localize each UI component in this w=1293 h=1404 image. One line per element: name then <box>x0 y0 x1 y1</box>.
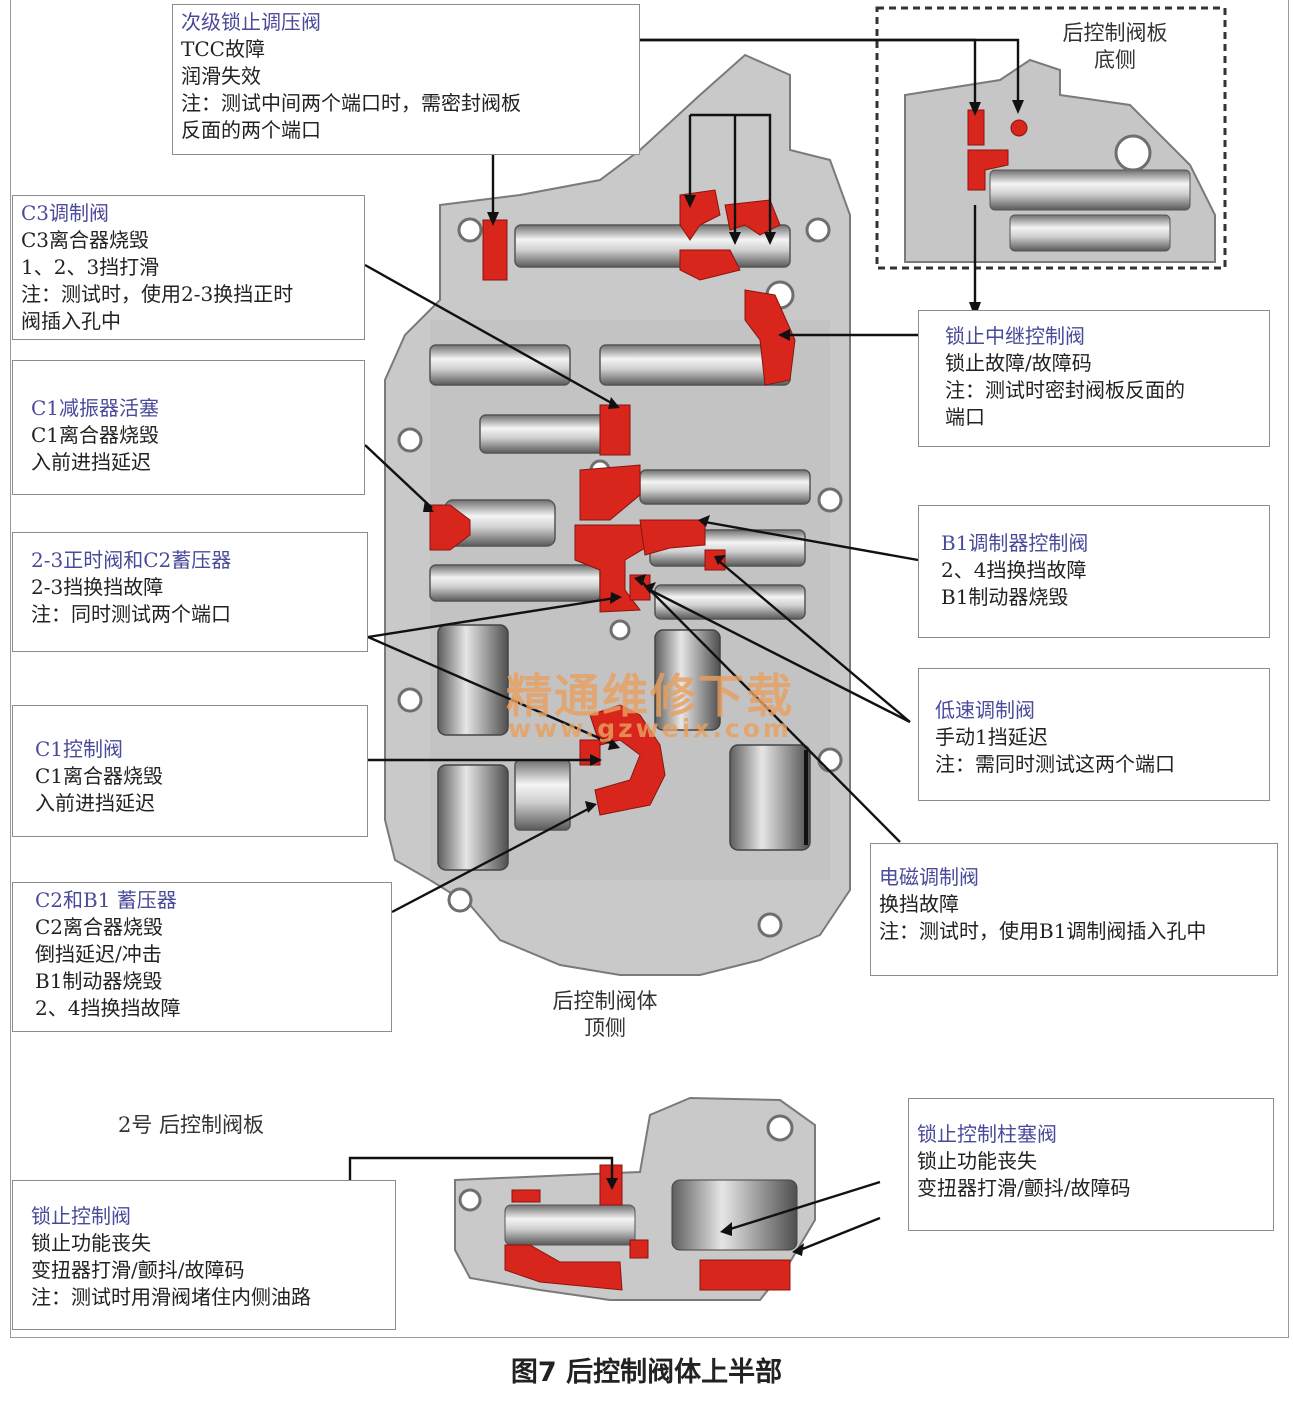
callout-line: 注：需同时测试这两个端口 <box>935 752 1175 776</box>
callout-lockup-control-plunger-valve: 锁止控制柱塞阀 锁止功能丧失 变扭器打滑/颤抖/故障码 <box>908 1098 1274 1231</box>
callout-title: B1调制器控制阀 <box>941 531 1089 555</box>
callout-line: C3离合器烧毁 <box>21 228 150 252</box>
no2-rear-control-plate <box>454 1096 816 1301</box>
callout-line: 1、2、3挡打滑 <box>21 255 160 279</box>
callout-title: 电磁调制阀 <box>879 865 979 889</box>
callout-c1-control-valve: C1控制阀 C1离合器烧毁 入前进挡延迟 <box>12 705 368 837</box>
label-line: 底侧 <box>1094 48 1136 72</box>
callout-title: 锁止中继控制阀 <box>945 324 1085 348</box>
callout-line: 注：测试时用滑阀堵住内侧油路 <box>31 1285 311 1309</box>
callout-lockup-relay-control-valve: 锁止中继控制阀 锁止故障/故障码 注：测试时密封阀板反面的 端口 <box>918 310 1270 447</box>
callout-line: 阀插入孔中 <box>21 309 121 333</box>
callout-line: 锁止故障/故障码 <box>945 351 1092 375</box>
callout-line: 变扭器打滑/颤抖/故障码 <box>31 1258 245 1282</box>
callout-line: 入前进挡延迟 <box>31 450 151 474</box>
callout-c1-damper-piston: C1减振器活塞 C1离合器烧毁 入前进挡延迟 <box>12 360 365 495</box>
label-rear-body-top-side: 后控制阀体 顶侧 <box>525 988 685 1042</box>
callout-title: C2和B1 蓄压器 <box>35 888 177 912</box>
callout-line: 倒挡延迟/冲击 <box>35 942 162 966</box>
callout-c2-b1-accumulator: C2和B1 蓄压器 C2离合器烧毁 倒挡延迟/冲击 B1制动器烧毁 2、4挡换挡… <box>12 882 392 1032</box>
callout-line: 注：测试时，使用2-3换挡正时 <box>21 282 294 306</box>
callout-line: 手动1挡延迟 <box>935 725 1048 749</box>
callout-title: C3调制阀 <box>21 201 110 225</box>
callout-title: 锁止控制阀 <box>31 1204 131 1228</box>
callout-title: C1减振器活塞 <box>31 396 160 420</box>
callout-line: 2、4挡换挡故障 <box>35 996 181 1020</box>
rear-valve-body-top <box>384 53 851 976</box>
callout-line: TCC故障 <box>181 37 265 61</box>
label-line: 顶侧 <box>584 1016 626 1040</box>
callout-line: 入前进挡延迟 <box>35 791 155 815</box>
callout-lockup-control-valve: 锁止控制阀 锁止功能丧失 变扭器打滑/颤抖/故障码 注：测试时用滑阀堵住内侧油路 <box>12 1180 396 1330</box>
callout-line: 反面的两个端口 <box>181 118 321 142</box>
callout-line: B1制动器烧毁 <box>35 969 163 993</box>
watermark-url: www.gzweix.com <box>508 714 792 743</box>
callout-line: 注：测试中间两个端口时，需密封阀板 <box>181 91 521 115</box>
leader-lines <box>348 38 1020 1252</box>
label-no2-rear-control-plate: 2号 后控制阀板 <box>118 1113 265 1137</box>
inset-rear-plate-bottom <box>875 6 1227 270</box>
callout-line: 注：测试时密封阀板反面的 <box>945 378 1185 402</box>
callout-line: 2、4挡换挡故障 <box>941 558 1087 582</box>
callout-line: 端口 <box>945 405 985 429</box>
callout-secondary-lockup-regulator-valve: 次级锁止调压阀 TCC故障 润滑失效 注：测试中间两个端口时，需密封阀板 反面的… <box>172 4 640 155</box>
callout-2-3-timing-valve-c2-accumulator: 2-3正时阀和C2蓄压器 2-3挡换挡故障 注：同时测试两个端口 <box>12 532 368 652</box>
callout-line: B1制动器烧毁 <box>941 585 1069 609</box>
label-line: 后控制阀板 <box>1062 21 1168 45</box>
callout-line: C1离合器烧毁 <box>35 764 164 788</box>
callout-b1-modulator-control-valve: B1调制器控制阀 2、4挡换挡故障 B1制动器烧毁 <box>918 505 1270 638</box>
label-rear-plate-bottom-side: 后控制阀板 底侧 <box>1030 20 1200 74</box>
callout-solenoid-modulator-valve: 电磁调制阀 换挡故障 注：测试时，使用B1调制阀插入孔中 <box>870 843 1278 976</box>
callout-title: 锁止控制柱塞阀 <box>917 1122 1057 1146</box>
callout-line: 2-3挡换挡故障 <box>31 575 164 599</box>
figure-caption: 图7 后控制阀体上半部 <box>510 1357 783 1388</box>
callout-line: 注：同时测试两个端口 <box>31 602 231 626</box>
callout-line: 锁止功能丧失 <box>917 1149 1037 1173</box>
callout-title: 低速调制阀 <box>935 698 1035 722</box>
callout-line: 变扭器打滑/颤抖/故障码 <box>917 1176 1131 1200</box>
callout-title: 次级锁止调压阀 <box>181 10 321 34</box>
callout-title: 2-3正时阀和C2蓄压器 <box>31 548 232 572</box>
label-line: 后控制阀体 <box>552 989 658 1013</box>
callout-low-modulator-valve: 低速调制阀 手动1挡延迟 注：需同时测试这两个端口 <box>918 668 1270 801</box>
callout-line: C1离合器烧毁 <box>31 423 160 447</box>
callout-line: 注：测试时，使用B1调制阀插入孔中 <box>879 919 1207 943</box>
callout-c3-modulator-valve: C3调制阀 C3离合器烧毁 1、2、3挡打滑 注：测试时，使用2-3换挡正时 阀… <box>12 195 365 340</box>
callout-line: 润滑失效 <box>181 64 261 88</box>
arrowheads <box>423 100 1024 1256</box>
callout-line: 换挡故障 <box>879 892 959 916</box>
callout-title: C1控制阀 <box>35 737 124 761</box>
callout-line: C2离合器烧毁 <box>35 915 164 939</box>
watermark-text: 精通维修下载 <box>506 669 794 723</box>
callout-line: 锁止功能丧失 <box>31 1231 151 1255</box>
